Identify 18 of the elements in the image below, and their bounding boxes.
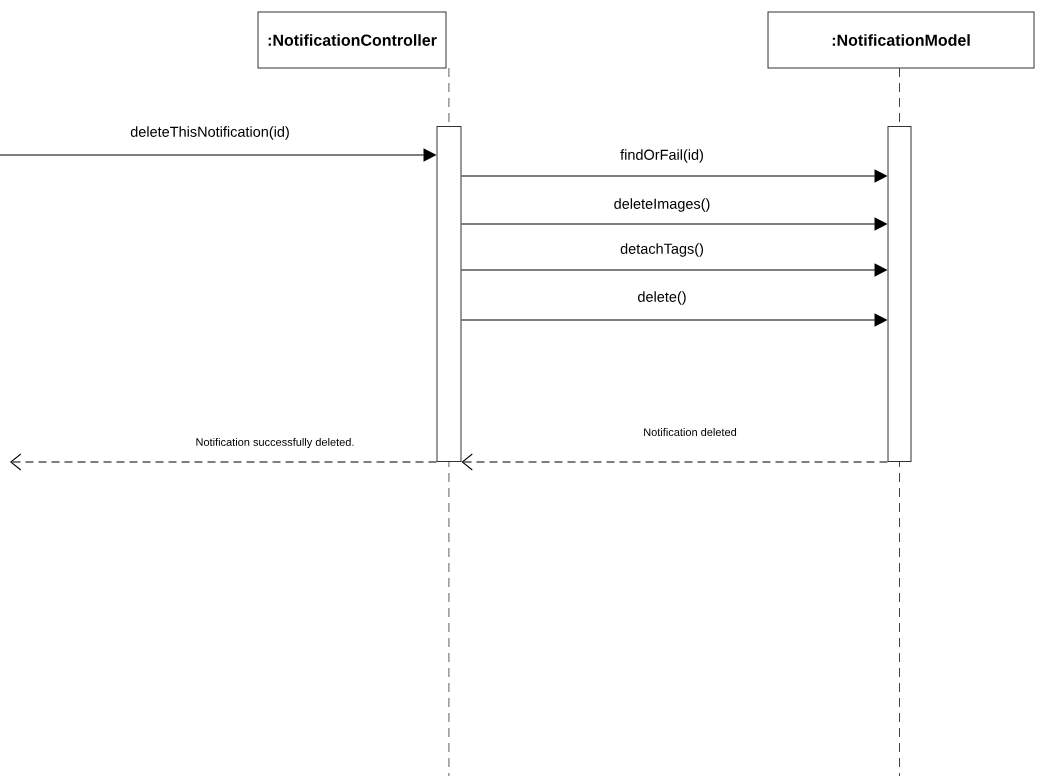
return-arrow (10, 453, 437, 471)
activation-bar (436, 126, 462, 462)
return-arrow (461, 453, 888, 471)
lifeline-head-box: :NotificationController (257, 11, 447, 69)
message-label: detachTags() (620, 243, 704, 257)
message-arrow (0, 148, 436, 162)
message-label: findOrFail(id) (620, 149, 703, 163)
message-label: Notification successfully deleted. (196, 437, 354, 449)
message-arrow (461, 217, 887, 231)
message-label: deleteImages() (614, 198, 710, 212)
message-arrow (461, 313, 887, 327)
lifeline-head-box: :NotificationModel (767, 11, 1035, 69)
message-label: deleteThisNotification(id) (130, 126, 289, 140)
message-label: delete() (638, 291, 686, 305)
activation-bar (887, 126, 912, 462)
message-arrow (461, 169, 887, 183)
message-label: Notification deleted (644, 427, 737, 437)
message-arrow (461, 263, 887, 277)
